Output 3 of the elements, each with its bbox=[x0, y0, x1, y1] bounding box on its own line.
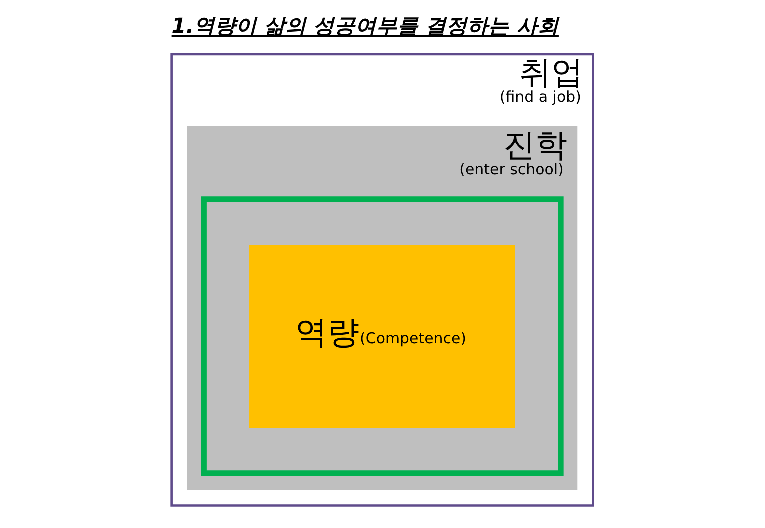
cluster bbox=[201, 196, 564, 476]
node-box: 역량(Competence) bbox=[250, 245, 516, 428]
diagram-title: 1.역량이 삶의 성공여부를 결정하는 사회 bbox=[172, 14, 559, 38]
